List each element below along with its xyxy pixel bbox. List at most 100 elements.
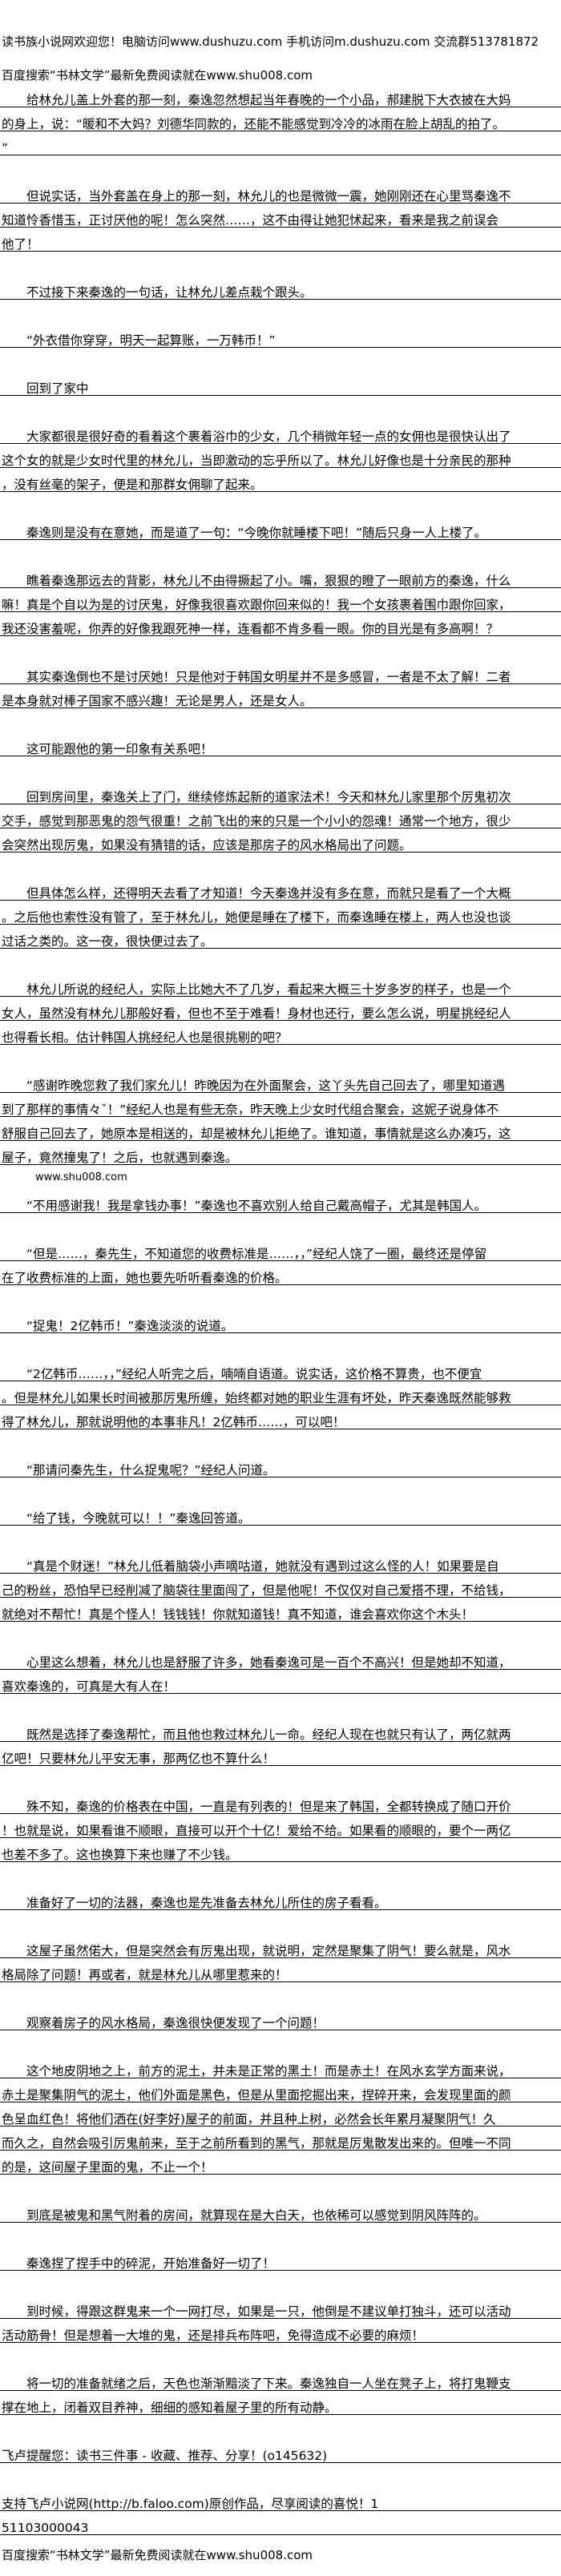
paragraph: 准备好了一切的法器，秦逸也是先准备去林允儿所住的房子看看。 [0,1886,561,1910]
paragraph: “但是……，秦先生，不知道您的收费标准是……，，”经纪人饶了一圈，最终还是停留在… [0,1237,561,1285]
paragraph: 不过接下来秦逸的一句话，让林允儿差点栽个跟头。 [0,276,561,300]
text-line: 到了那样的事情々ˇ！”经纪人也是有些无奈，昨天晚上少女时代组合聚会，这妮子说身体… [0,1093,561,1117]
text-line: “不用感谢我！我是拿钱办事！”秦逸也不喜欢别人给自己戴高帽子，尤其是韩国人。 [0,1189,561,1213]
text-line: ，没有丝毫的架子，便是和那群女佣聊了起来。 [0,468,561,492]
site-welcome-banner: 读书族小说网欢迎您！电脑访问www.dushuzu.com 手机访问m.dush… [2,34,539,49]
text-line: 回到了家中 [0,372,561,396]
paragraph: 这个地皮阴地之上，前方的泥土，并未是正常的黑土！而是赤土！在风水玄学方面来说，赤… [0,2054,561,2175]
text-line: 屋子，竟然撞鬼了！之后，也就遇到秦逸。 [0,1141,561,1165]
paragraph: 其实秦逸倒也不是讨厌她！只是他对于韩国女明星并不是多感冒，一者是不太了解！二者是… [0,660,561,708]
text-line: 知道怜香惜玉，正讨厌他的呢！怎么突然……，这不由得让她犯怵起来，看来是我之前误会 [0,204,561,228]
text-line: ” [0,131,561,155]
text-line: 但说实话，当外套盖在身上的那一刻，林允儿的也是微微一震，她刚刚还在心里骂秦逸不 [0,179,561,204]
text-line: “感谢昨晚您救了我们家允儿！昨晚因为在外面聚会，这丫头先自己回去了，哪里知道遇 [0,1069,561,1093]
chapter-content: 给林允儿盖上外套的那一刻，秦逸忽然想起当年春晚的一个小品，郝建脱下大衣披在大妈的… [0,83,561,2562]
text-line: 但具体怎么样，还得明天去看了才知道！今天秦逸并没有多在意，而就只是看了一个大概 [0,877,561,901]
paragraph: “2亿韩币……，，”经纪人听完之后，喃喃自语道。说实话，这价格不算贵，也不便宜。… [0,1357,561,1429]
text-line: 己的粉丝，恐怕早已经削减了脑袋往里面闯了，但是他呢！不仅仅对自己爱搭不理，不给钱… [0,1574,561,1598]
search-tip-header: 百度搜索“书林文学”最新免费阅读就在www.shu008.com [2,68,313,83]
text-line: 也差不多了。这也换算下来也赚了不少钱。 [0,1838,561,1862]
support-block: 支持飞卢小说网(http://b.faloo.com)原创作品，尽享阅读的喜悦！… [0,2487,561,2535]
text-line: 得了林允儿，那就说明他的本事非凡！2亿韩币……，可以吧！ [0,1405,561,1429]
text-line: 在了收费标准的上面，她也要先听听看秦逸的价格。 [0,1261,561,1285]
text-line: 就绝对不帮忙！真是个怪人！钱钱钱！你就知道钱！真不知道，谁会喜欢你这个木头！ [0,1598,561,1622]
text-line: 到底是被鬼和黑气附着的房间，就算现在是大白天，也依稀可以感觉到阴风阵阵的。 [0,2199,561,2223]
paragraph: “给了钱，今晚就可以！！”秦逸回答道。 [0,1502,561,1526]
text-line: 这个地皮阴地之上，前方的泥土，并未是正常的黑土！而是赤土！在风水玄学方面来说， [0,2054,561,2078]
text-line: “外衣借你穿穿，明天一起算账，一万韩币！” [0,324,561,348]
paragraph: 秦逸捏了捏手中的碎泥，开始准备好一切了！ [0,2247,561,2271]
paragraph: 这可能跟他的第一印象有关系吧！ [0,732,561,756]
text-line: 观察着房子的风水格局，秦逸很快便发现了一个问题！ [0,2006,561,2030]
text-line: 秦逸捏了捏手中的碎泥，开始准备好一切了！ [0,2247,561,2271]
paragraph: 但说实话，当外套盖在身上的那一刻，林允儿的也是微微一震，她刚刚还在心里骂秦逸不知… [0,179,561,252]
reminder-block: 飞卢提醒您：读书三件事 - 收藏、推荐、分享！(o145632) [0,2439,561,2463]
text-line: 这个女的就是少女时代里的林允儿，当即激动的忘乎所以了。林允儿好像也是十分亲民的那… [0,444,561,468]
text-line: 我还没害羞呢，你弄的好像我跟死神一样，连看都不肯多看一眼。你的目光是有多高啊！？ [0,612,561,636]
text-line: 女人，虽然没有林允儿那般好看，但也不至于难看！身材也还行，要么怎么说，明星挑经纪… [0,997,561,1021]
text-line: ！也就是说，如果看谁不顺眼，直接可以开个十亿！爱给不给。如果看的顺眼的，要个一两… [0,1814,561,1838]
text-line: 格局除了问题！再或者，就是林允儿从哪里惹来的！ [0,1958,561,1982]
inline-site-watermark: www.shu008.com [35,1171,127,1183]
paragraph: 瞧着秦逸那远去的背影，林允儿不由得撅起了小。嘴，狠狠的瞪了一眼前方的秦逸，什么嘛… [0,564,561,636]
text-line: 嘛！真是个自以为是的讨厌鬼，好像我很喜欢跟你回来似的！我一个女孩裹着围巾跟你回家… [0,588,561,612]
paragraph: 心里这么想着，林允儿也是舒服了许多，她看秦逸可是一百个不高兴！但是她却不知道，喜… [0,1646,561,1694]
paragraph: 回到房间里，秦逸关上了门，继续修炼起新的道家法术！今天和林允儿家里那个厉鬼初次交… [0,780,561,853]
text-line: “但是……，秦先生，不知道您的收费标准是……，，”经纪人饶了一圈，最终还是停留 [0,1237,561,1261]
text-line: 回到房间里，秦逸关上了门，继续修炼起新的道家法术！今天和林允儿家里那个厉鬼初次 [0,780,561,804]
text-line: 他了！ [0,228,561,252]
text-line: 色呈血红色！将他们洒在(好李好)屋子的前面，并且种上树，必然会长年累月凝聚阴气！… [0,2102,561,2127]
paragraph: 到时候，得跟这群鬼来一个一网打尽，如果是一只，他倒是不建议单打独斗，还可以活动活… [0,2295,561,2343]
paragraph: 林允儿所说的经纪人，实际上比她大不了几岁，看起来大概三十岁多岁的样子，也是一个女… [0,973,561,1045]
paragraph: 给林允儿盖上外套的那一刻，秦逸忽然想起当年春晚的一个小品，郝建脱下大衣披在大妈的… [0,83,561,155]
text-line: 秦逸则是没有在意她，而是道了一句：“今晚你就睡楼下吧！”随后只身一人上楼了。 [0,516,561,540]
text-line: 不过接下来秦逸的一句话，让林允儿差点栽个跟头。 [0,276,561,300]
paragraph: “感谢昨晚您救了我们家允儿！昨晚因为在外面聚会，这丫头先自己回去了，哪里知道遇到… [0,1069,561,1165]
paragraph: 将一切的准备就绪之后，天色也渐渐黯淡了下来。秦逸独自一人坐在凳子上，将打鬼鞭支撑… [0,2367,561,2415]
paragraph: “捉鬼！2亿韩币！”秦逸淡淡的说道。 [0,1309,561,1333]
paragraph: 大家都很是很好奇的看着这个裹着浴巾的少女，几个稍微年轻一点的女佣也是很快认出了这… [0,420,561,492]
text-line: 交手，感觉到那恶鬼的怨气很重！之前飞出的来的只是一个小小的怨魂！通常一个地方，很… [0,804,561,828]
support-line: 支持飞卢小说网(http://b.faloo.com)原创作品，尽享阅读的喜悦！… [0,2487,561,2511]
text-line: 林允儿所说的经纪人，实际上比她大不了几岁，看起来大概三十岁多岁的样子，也是一个 [0,973,561,997]
paragraph: “外衣借你穿穿，明天一起算账，一万韩币！” [0,324,561,348]
text-line: “捉鬼！2亿韩币！”秦逸淡淡的说道。 [0,1309,561,1333]
paragraph: 回到了家中 [0,372,561,396]
text-line: 的是，这间屋子里面的鬼，不止一个！ [0,2151,561,2175]
text-line: 会突然出现厉鬼，如果没有猜错的话，应该是那房子的风水格局出了问题。 [0,828,561,853]
text-line: 撑在地上，闭着双目养神，细细的感知着屋子里的所有动静。 [0,2391,561,2415]
paragraph: “那请问秦先生，什么捉鬼呢？”经纪人问道。 [0,1453,561,1477]
paragraph: www.shu008.com “不用感谢我！我是拿钱办事！”秦逸也不喜欢别人给自… [0,1165,561,1213]
text-line: “2亿韩币……，，”经纪人听完之后，喃喃自语道。说实话，这价格不算贵，也不便宜 [0,1357,561,1381]
text-line: “真是个财迷！”林允儿低着脑袋小声嘀咕道，她就没有遇到过这么怪的人！如果要是自 [0,1550,561,1574]
text-line: 过话之类的。这一夜，很快便过去了。 [0,925,561,949]
text-line: 既然是选择了秦逸帮忙，而且他也救过林允儿一命。经纪人现在也就只有认了，两亿就两 [0,1718,561,1742]
reading-reminder: 飞卢提醒您：读书三件事 - 收藏、推荐、分享！(o145632) [0,2439,561,2463]
paragraph: “真是个财迷！”林允儿低着脑袋小声嘀咕道，她就没有遇到过这么怪的人！如果要是自己… [0,1550,561,1622]
paragraph: 观察着房子的风水格局，秦逸很快便发现了一个问题！ [0,2006,561,2030]
text-line: 这屋子虽然偌大，但是突然会有厉鬼出现，就说明，定然是聚集了阴气！要么就是，风水 [0,1934,561,1958]
text-line: “那请问秦先生，什么捉鬼呢？”经纪人问道。 [0,1453,561,1477]
text-line: 将一切的准备就绪之后，天色也渐渐黯淡了下来。秦逸独自一人坐在凳子上，将打鬼鞭支 [0,2367,561,2391]
text-line: 到时候，得跟这群鬼来一个一网打尽，如果是一只，他倒是不建议单打独斗，还可以活动 [0,2295,561,2319]
text-line: 心里这么想着，林允儿也是舒服了许多，她看秦逸可是一百个不高兴！但是她却不知道， [0,1646,561,1670]
text-line: 也得看长相。估计韩国人挑经纪人也是很挑剔的吧？ [0,1021,561,1045]
paragraph: 殊不知，秦逸的价格表在中国，一直是有列表的！但是来了韩国，全都转换成了随口开价！… [0,1790,561,1862]
text-line: 的身上，说：“暖和不大妈？刘德华同款的，还能不能感觉到冷冷的冰雨在脸上胡乱的拍了… [0,107,561,131]
text-line: 殊不知，秦逸的价格表在中国，一直是有列表的！但是来了韩国，全都转换成了随口开价 [0,1790,561,1814]
text-line: 喜欢秦逸的，可真是大有人在！ [0,1670,561,1694]
text-line: 瞧着秦逸那远去的背影，林允儿不由得撅起了小。嘴，狠狠的瞪了一眼前方的秦逸，什么 [0,564,561,588]
text-line: 大家都很是很好奇的看着这个裹着浴巾的少女，几个稍微年轻一点的女佣也是很快认出了 [0,420,561,444]
paragraph: 但具体怎么样，还得明天去看了才知道！今天秦逸并没有多在意，而就只是看了一个大概。… [0,877,561,949]
text-line: 活动筋骨！但是想着一大堆的鬼，还是排兵布阵吧，免得造成不必要的麻烦！ [0,2319,561,2343]
text-line: 这可能跟他的第一印象有关系吧！ [0,732,561,756]
text-line: 准备好了一切的法器，秦逸也是先准备去林允儿所住的房子看看。 [0,1886,561,1910]
text-line: 其实秦逸倒也不是讨厌她！只是他对于韩国女明星并不是多感冒，一者是不太了解！二者 [0,660,561,684]
text-line: “给了钱，今晚就可以！！”秦逸回答道。 [0,1502,561,1526]
support-line: 51103000043 [0,2511,561,2535]
search-tip-footer: 百度搜索“书林文学”最新免费阅读就在www.shu008.com [2,2548,313,2562]
text-line: 赤土是聚集阴气的泥土，他们外面是黑色，但是从里面挖掘出来，捏碎开来，会发现里面的… [0,2078,561,2102]
text-line: 。但是林允儿如果长时间被那厉鬼所缠，始终都对她的职业生涯有坏处，昨天秦逸既然能够… [0,1381,561,1405]
paragraph: 这屋子虽然偌大，但是突然会有厉鬼出现，就说明，定然是聚集了阴气！要么就是，风水格… [0,1934,561,1982]
text-line: 。之后他也索性没有管了，至于林允儿，她便是睡在了楼下，而秦逸睡在楼上，两人也没也… [0,901,561,925]
